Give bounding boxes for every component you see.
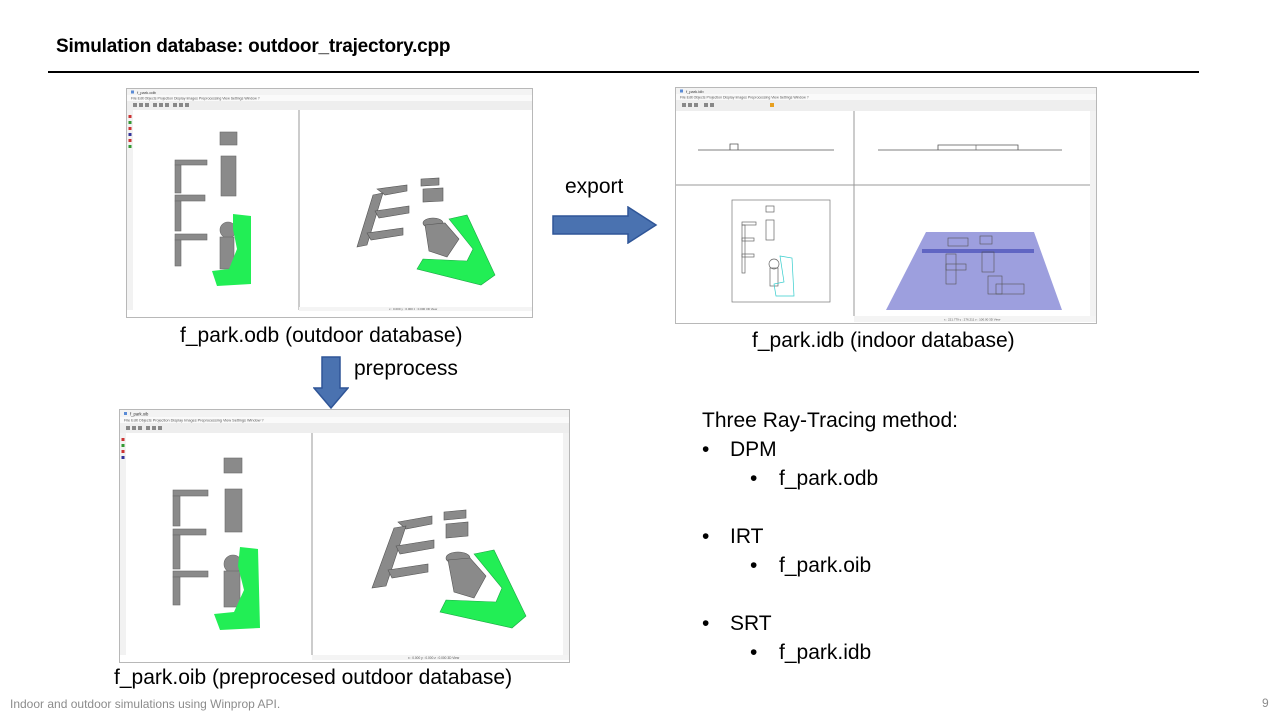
method-item: • IRT (702, 522, 958, 551)
preprocess-label: preprocess (354, 357, 458, 380)
window-title: f_park.idb (686, 89, 704, 94)
methods-list: Three Ray-Tracing method: • DPM • f_park… (702, 406, 958, 667)
bullet-icon: • (702, 525, 710, 548)
method-file-name: f_park.oib (779, 554, 872, 577)
svg-text:File Edit Objects Projectio: File Edit Objects Projection Display Ima… (680, 96, 809, 100)
bullet-icon: • (750, 641, 758, 664)
menu-bar: File Edit Objects Projection Display Ima… (131, 97, 260, 101)
toolbar (133, 103, 189, 107)
svg-text:File Edit Objects Projectio: File Edit Objects Projection Display Ima… (131, 97, 260, 101)
window-title: f_park.odb (137, 90, 157, 95)
caption-idb: f_park.idb (indoor database) (752, 329, 1015, 352)
title-divider (48, 71, 1199, 73)
preprocess-arrow-icon (313, 356, 349, 410)
screenshot-idb: f_park.idb File Edit Objects Projection … (675, 87, 1097, 324)
export-label: export (565, 175, 624, 198)
method-name: DPM (730, 438, 777, 461)
method-item: • SRT (702, 609, 958, 638)
svg-text:File Edit Objects Projectio: File Edit Objects Projection Display Ima… (124, 419, 264, 423)
svg-text:x : 221.779 y : 276.211 z :: x : 221.779 y : 276.211 z : 100.00 3D Vi… (944, 318, 1001, 322)
screenshot-oib: f_park.oib File Edit Objects Projection … (119, 409, 570, 663)
window-title: f_park.oib (130, 412, 149, 417)
method-file-name: f_park.idb (779, 641, 872, 664)
method-item: • DPM (702, 435, 958, 464)
method-file: • f_park.oib (702, 551, 958, 580)
slide-title: Simulation database: outdoor_trajectory.… (56, 36, 451, 57)
export-arrow-icon (552, 206, 658, 244)
svg-text:x : 0.000 y : 0.000 z : 0.00: x : 0.000 y : 0.000 z : 0.000 3D View (389, 307, 438, 311)
bullet-icon: • (702, 612, 710, 635)
bullet-icon: • (750, 554, 758, 577)
method-file-name: f_park.odb (779, 467, 879, 490)
screenshot-odb: f_park.odb File Edit Objects Projection … (126, 88, 533, 318)
bullet-icon: • (750, 467, 758, 490)
caption-oib: f_park.oib (preprocesed outdoor database… (114, 666, 513, 689)
bullet-icon: • (702, 438, 710, 461)
side-tools (128, 115, 132, 148)
svg-text:x : 0.000 y : 0.000 z : 0.00: x : 0.000 y : 0.000 z : 0.000 3D View (408, 656, 460, 660)
caption-odb: f_park.odb (outdoor database) (180, 324, 463, 347)
method-file: • f_park.idb (702, 638, 958, 667)
method-name: IRT (730, 525, 764, 548)
method-name: SRT (730, 612, 772, 635)
methods-heading: Three Ray-Tracing method: (702, 409, 958, 432)
footer-text: Indoor and outdoor simulations using Win… (10, 697, 281, 711)
method-file: • f_park.odb (702, 464, 958, 493)
page-number: 9 (1262, 696, 1269, 710)
